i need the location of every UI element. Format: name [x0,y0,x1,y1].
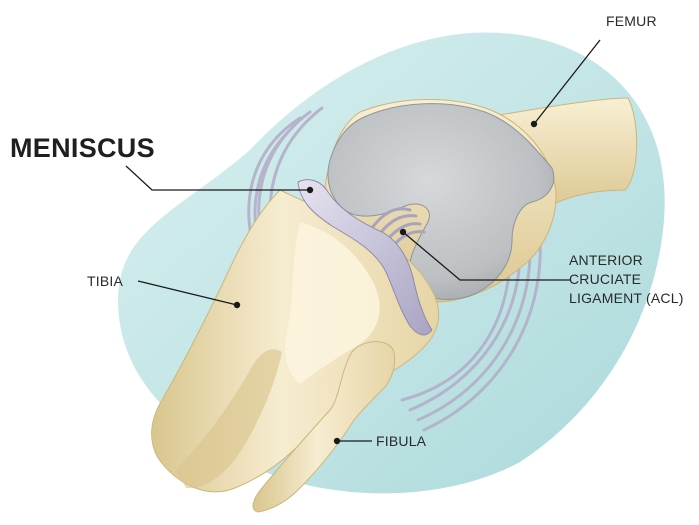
label-fibula: FIBULA [376,432,426,451]
label-acl-line3: LIGAMENT (ACL) [569,289,684,308]
label-meniscus: MENISCUS [10,133,155,163]
label-femur: FEMUR [606,12,657,31]
label-acl: ANTERIOR CRUCIATE LIGAMENT (ACL) [569,251,684,308]
label-acl-line1: ANTERIOR [569,251,684,270]
label-tibia: TIBIA [87,272,123,291]
label-acl-line2: CRUCIATE [569,270,684,289]
